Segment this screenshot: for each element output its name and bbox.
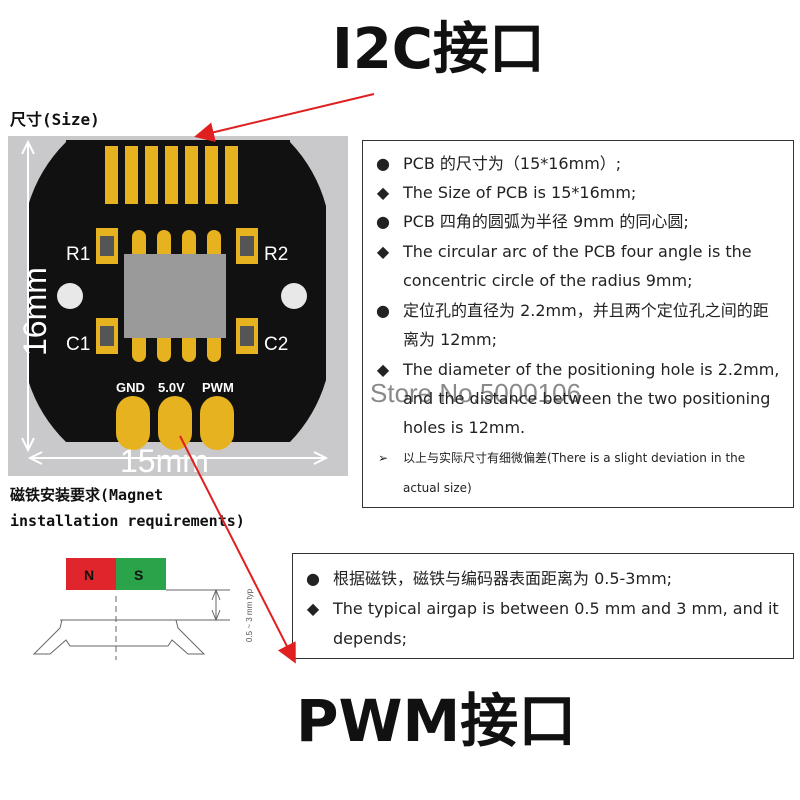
pwm-pin-label: PWM [202,380,234,395]
left-positioning-hole [57,283,83,309]
i2c-header-pads [105,146,238,204]
pcb-spec-box: ●PCB 的尺寸为（15*16mm）; ◆The Size of PCB is … [362,140,794,508]
airgap-info-box: ●根据磁铁，磁铁与编码器表面距离为 0.5-3mm; ◆The typical … [292,553,794,659]
encoder-package-outline [32,588,230,660]
right-positioning-hole [281,283,307,309]
magnet-install-label-line1: 磁铁安装要求(Magnet [10,486,164,504]
spec-item-1: ●PCB 的尺寸为（15*16mm）; [376,154,622,173]
i2c-interface-title: I2C接口 [332,17,545,82]
r1-label: R1 [66,244,90,265]
pwm-header-pads [116,396,234,450]
spec-item-3: ●PCB 四角的圆弧为半径 9mm 的同心圆; [376,212,689,231]
spec-item-2: ◆The Size of PCB is 15*16mm; [376,183,637,202]
width-dimension-label: 15mm [120,443,209,476]
gnd-pin-label: GND [116,380,145,395]
pcb-illustration: R1 R2 C1 C2 GND 5.0V PWM 15mm 16mm [8,136,348,476]
5v-pin-label: 5.0V [158,380,185,395]
airgap-item-2: ◆The typical airgap is between 0.5 mm an… [306,599,779,648]
south-label: S [134,567,143,583]
airgap-item-1: ●根据磁铁，磁铁与编码器表面距离为 0.5-3mm; [306,569,673,588]
i2c-arrow [194,93,375,143]
chip-pins [132,230,221,362]
encoder-chip [124,254,226,338]
airgap-label: 0.5 ~ 3 mm typ [245,588,254,642]
size-label: 尺寸(Size) [10,110,100,129]
store-watermark: Store No.5000106 [370,378,582,408]
spec-item-6: ◆The diameter of the positioning hole is… [376,360,780,437]
magnet-north-pole [66,558,116,590]
magnet-install-label-line2: installation requirements) [10,512,245,530]
height-dimension-label: 16mm [17,267,53,356]
magnet-diagram: N S 0.5 ~ 3 mm typ [32,558,254,660]
spec-item-5: ●定位孔的直径为 2.2mm，并且两个定位孔之间的距离为 12mm; [376,301,769,349]
pwm-interface-title: PWM接口 [296,687,577,755]
spec-item-7: ➢以上与实际尺寸有细微偏差(There is a slight deviatio… [377,451,746,495]
r2-label: R2 [264,244,288,265]
c1-label: C1 [66,334,90,355]
north-label: N [84,567,94,583]
c2-label: C2 [264,334,288,355]
magnet-south-pole [116,558,166,590]
smd-components [96,228,258,354]
spec-item-4: ◆The circular arc of the PCB four angle … [376,242,752,290]
